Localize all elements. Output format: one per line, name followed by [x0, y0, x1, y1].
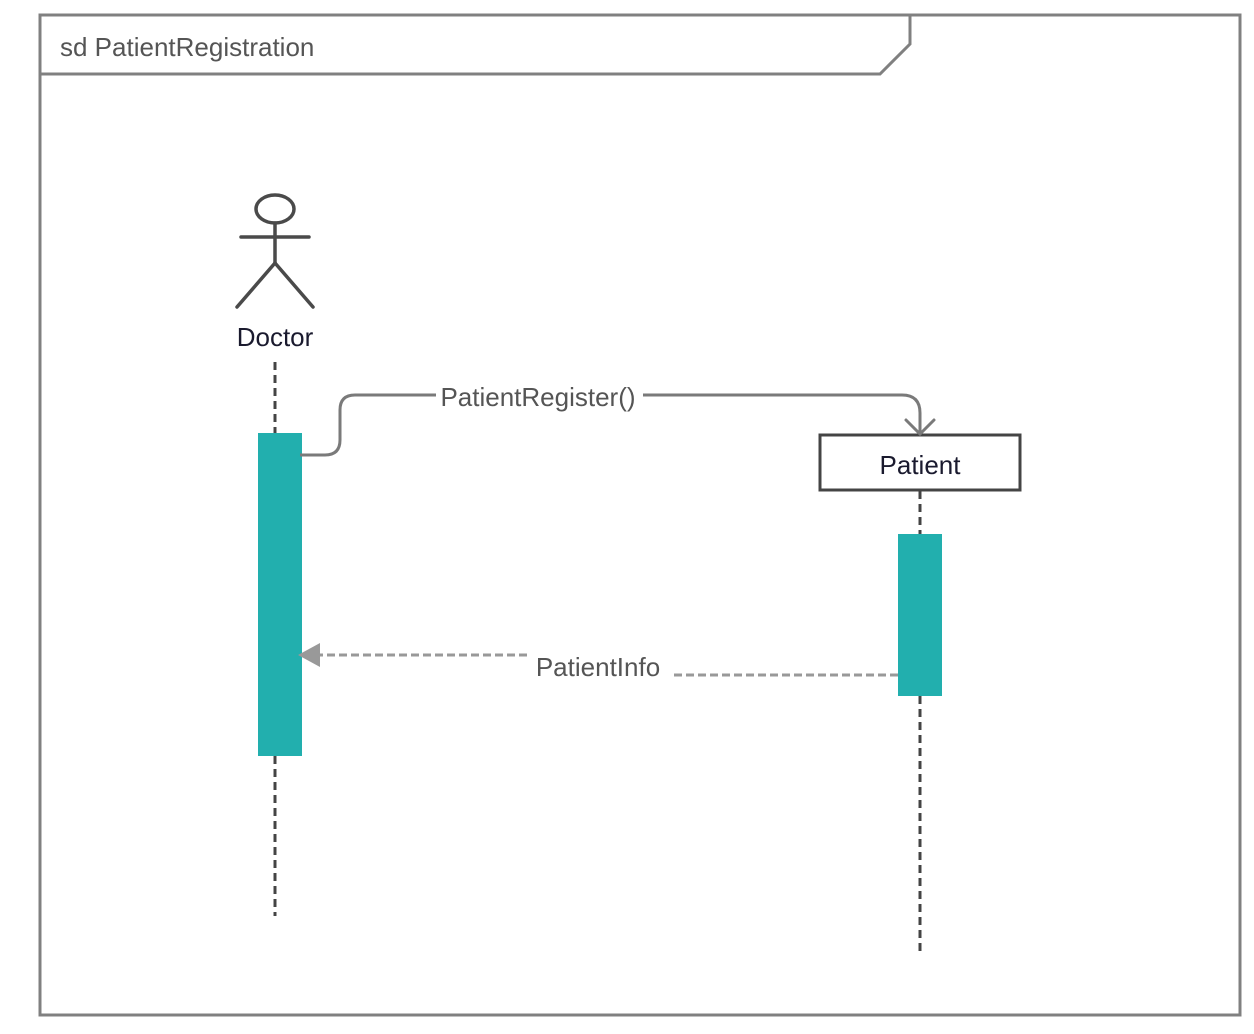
- message-label-reply: PatientInfo: [536, 652, 660, 682]
- diagram-frame: [38, 13, 1242, 1017]
- message-line-register-right: [643, 393, 922, 434]
- frame-title: sd PatientRegistration: [60, 32, 314, 62]
- object-label-patient: Patient: [880, 450, 962, 480]
- message-label-register: PatientRegister(): [440, 382, 635, 412]
- object-box-patient: [818, 433, 1022, 492]
- activation-bar-patient: [898, 534, 942, 696]
- actor-label-doctor: Doctor: [237, 322, 314, 352]
- message-line-register-left: [300, 393, 436, 457]
- message-arrowhead-register: [904, 418, 936, 437]
- frame-title-tab: [40, 15, 912, 76]
- reply-arrowhead: [298, 643, 320, 667]
- stick-figure-icon: [235, 193, 315, 309]
- activation-bar-doctor: [258, 433, 302, 756]
